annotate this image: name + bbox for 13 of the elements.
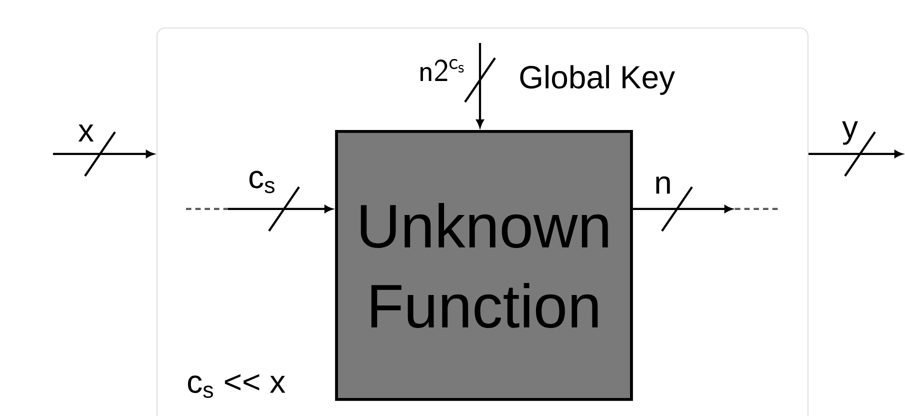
edge-label: n — [656, 176, 670, 194]
edge-label: $\mathsf{n2^{c_s}}$ — [420, 59, 464, 81]
edge-label: x — [78, 124, 94, 142]
arrow — [808, 150, 902, 158]
text-label: c$_{s}$ << x — [188, 374, 286, 398]
edge-label: c$_{s}$ — [249, 170, 274, 194]
arrow — [476, 43, 484, 128]
edge-label: y — [842, 121, 858, 145]
text-label: Global Key — [520, 65, 676, 95]
function-box: Unknown Function — [335, 130, 633, 401]
arrow — [632, 205, 732, 213]
arrow — [228, 205, 332, 213]
arrow — [53, 150, 154, 158]
